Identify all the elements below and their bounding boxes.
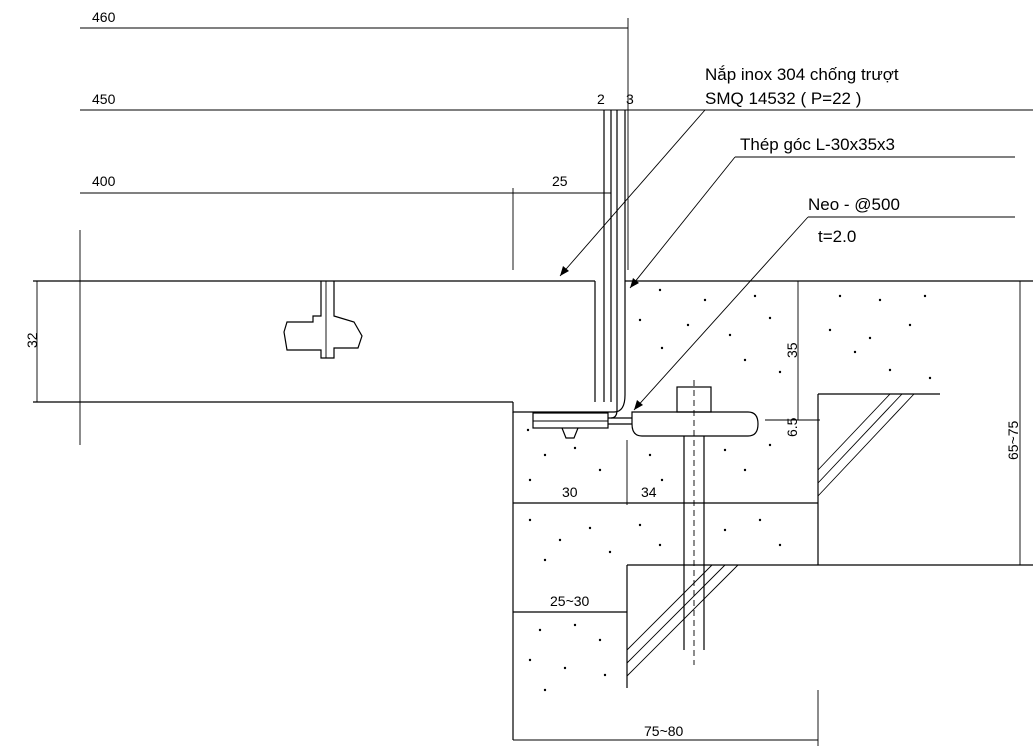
dim-25-30-label: 25~30 bbox=[550, 593, 590, 609]
callout-cover-line1: Nắp inox 304 chống trượt bbox=[705, 65, 899, 84]
concrete-upper: 35 6.5 65~75 bbox=[625, 280, 1033, 565]
dim-460-label: 460 bbox=[92, 9, 116, 25]
concrete-lower: 30 34 25~30 75~80 bbox=[513, 440, 1033, 746]
callout-anchor-label: Neo - @500 bbox=[808, 195, 900, 214]
dim-400-label: 400 bbox=[92, 173, 116, 189]
callout-angle: Thép góc L-30x35x3 bbox=[629, 135, 1015, 289]
steel-angle bbox=[512, 110, 626, 740]
dim-32-label: 32 bbox=[24, 332, 40, 348]
callout-angle-label: Thép góc L-30x35x3 bbox=[740, 135, 895, 154]
panel: 32 bbox=[24, 230, 595, 445]
dimension-450: 450 2 3 bbox=[80, 91, 1033, 111]
dim-35-label: 35 bbox=[784, 342, 800, 358]
concrete-speckle bbox=[526, 288, 932, 692]
callout-cover: Nắp inox 304 chống trượt SMQ 14532 ( P=2… bbox=[559, 65, 899, 277]
dim-6-5-label: 6.5 bbox=[784, 417, 800, 437]
anchor-assembly bbox=[532, 380, 759, 665]
callout-cover-line2: SMQ 14532 ( P=22 ) bbox=[705, 89, 861, 108]
dim-450-label: 450 bbox=[92, 91, 116, 107]
dim-75-80-label: 75~80 bbox=[644, 723, 684, 739]
dim-30-label: 30 bbox=[562, 484, 578, 500]
clip-profile bbox=[283, 281, 363, 359]
dim-34-label: 34 bbox=[641, 484, 657, 500]
callout-anchor: Neo - @500 t=2.0 bbox=[633, 195, 1015, 411]
dim-2-label: 2 bbox=[597, 91, 605, 107]
callout-thickness-label: t=2.0 bbox=[818, 227, 856, 246]
dim-25-label: 25 bbox=[552, 173, 568, 189]
dim-3-label: 3 bbox=[626, 91, 634, 107]
dim-65-75-label: 65~75 bbox=[1005, 420, 1021, 460]
dimension-400: 400 25 bbox=[80, 173, 611, 270]
dimension-460: 460 bbox=[80, 9, 629, 270]
